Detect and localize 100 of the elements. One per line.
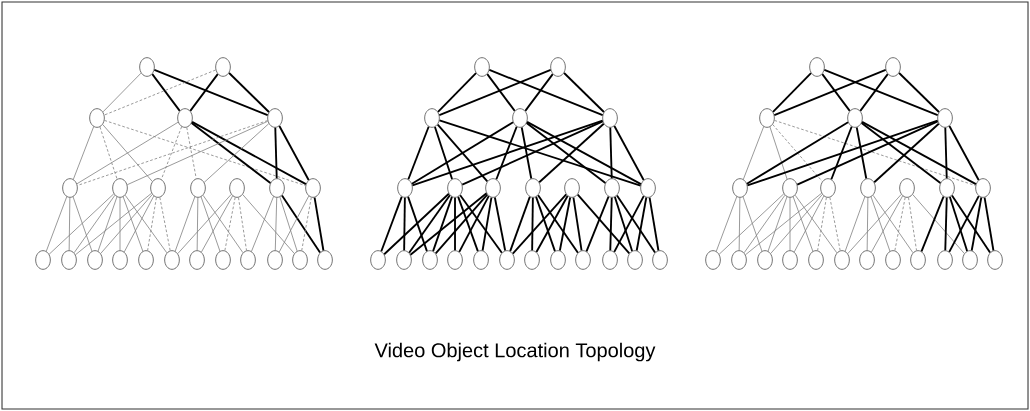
node-circle [962,250,978,270]
connector-line [76,121,179,185]
connector-line [459,194,503,254]
connector-line [870,196,891,252]
connector-line [609,196,613,252]
node-circle [370,250,386,270]
connector-line [789,197,791,251]
connector-line [847,194,902,254]
connector-line [743,126,765,180]
connector-line [432,196,453,253]
connector-line [769,126,788,180]
connector-line [279,196,298,252]
connector-line [73,194,116,254]
node-circle [89,108,105,128]
node-circle [809,57,825,77]
connector-line [738,197,741,251]
node-circle [269,178,285,198]
connector-line [123,195,155,253]
connector-line [944,196,948,252]
connector-line [520,126,533,180]
connector-line [951,194,991,254]
connector-line [746,119,939,187]
connector-line [68,197,71,251]
connector-line [196,197,199,251]
node-circle [731,250,747,270]
node-circle [525,178,541,198]
connector-line [585,195,610,253]
connector-line [486,73,516,112]
connector-line [616,194,656,254]
node-circle [604,178,620,198]
node-circle [937,108,953,128]
node-circle [485,178,501,198]
connector-line [159,197,171,251]
connector-line [742,196,763,252]
node-circle [885,250,901,270]
connector-line [718,193,785,255]
connector-line [796,120,939,186]
connector-line [122,196,144,252]
node-circle [474,57,490,77]
connector-line [202,194,244,254]
connector-line [228,72,270,113]
connector-line [100,194,153,254]
connector-line [408,194,451,254]
connector-line [77,120,268,186]
connector-line [242,194,295,254]
connector-line [912,194,965,254]
connector-line [635,196,648,252]
node-circle [524,250,540,270]
connector-line [613,196,634,252]
connector-line [970,196,983,252]
node-circle [177,108,193,128]
node-circle [292,250,308,270]
connector-line [190,122,272,184]
connector-line [772,72,812,113]
connector-line [72,126,95,180]
connector-line [613,195,645,253]
connector-line [920,195,945,253]
connector-line [119,197,121,251]
connector-line [409,192,488,256]
connector-line [767,196,788,252]
node-circle [267,108,283,128]
connector-line [454,196,456,252]
node-circle [112,250,128,270]
connector-line [403,196,406,252]
connector-line [866,197,869,251]
connector-line [859,73,889,112]
connector-line [161,126,183,180]
connector-line [126,120,269,186]
connector-line [278,195,310,253]
node-circle [859,250,875,270]
connector-line [151,73,181,112]
connector-line [743,194,786,254]
node-circle [229,178,245,198]
node-circle [317,250,333,270]
connector-line [873,122,940,184]
connector-line [746,121,849,185]
connector-line [531,196,534,252]
node-circle [885,57,901,77]
connector-line [224,197,236,251]
connector-line [407,196,428,253]
connector-line [908,197,917,251]
connector-line [201,195,233,253]
node-circle [138,250,154,270]
node-circle [860,178,876,198]
connector-line [648,196,660,252]
connector-line [495,125,518,181]
connector-line [537,194,579,254]
connector-line [147,197,157,251]
connector-line [45,196,68,252]
node-circle [732,178,748,198]
connector-line [102,124,153,182]
connector-line [191,120,307,186]
connector-line [186,127,197,179]
node-circle [87,250,103,270]
connector-line [458,195,490,253]
connector-line [983,196,995,252]
connector-line [770,194,823,254]
connector-line [274,197,278,251]
node-circle [190,178,206,198]
node-circle [820,178,836,198]
